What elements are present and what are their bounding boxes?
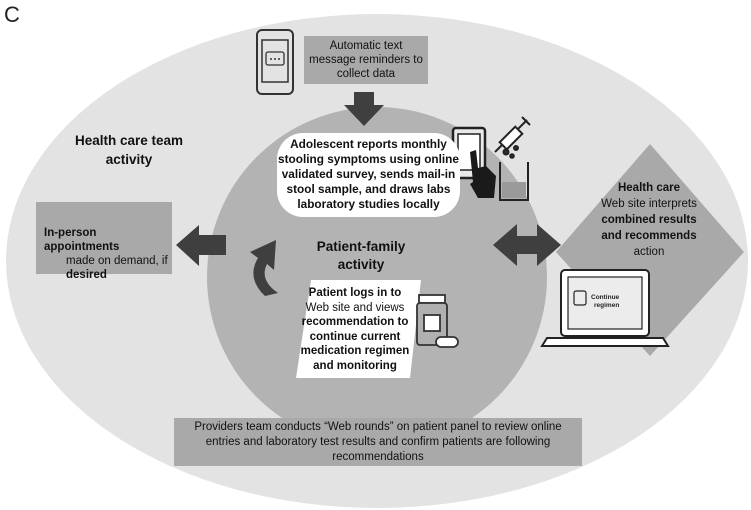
health-care-text: Health care Web site interprets combined…: [586, 180, 712, 260]
patient-logs-box: Patient logs in to Web site and views re…: [299, 286, 411, 373]
left-arrow: [176, 225, 226, 266]
patient-logs-line1: Patient logs in to: [308, 287, 402, 299]
patient-family-heading: Patient-family activity: [305, 238, 417, 274]
text-reminder-box: Automatic text message reminders to coll…: [304, 36, 428, 84]
adolescent-report-box: Adolescent reports monthly stooling symp…: [277, 133, 460, 217]
cycle-arrow-icon: [250, 240, 278, 296]
adolescent-line2: stooling symptoms using online: [278, 152, 459, 166]
patient-family-line2: activity: [337, 257, 385, 272]
health-care-line5: action: [633, 246, 665, 258]
health-care-line4: and recommends: [601, 230, 697, 242]
beaker-icon: [499, 145, 529, 201]
health-team-heading: Health care team activity: [54, 131, 204, 169]
providers-line1: Providers team conducts “Web rounds” on …: [194, 421, 562, 433]
in-person-line2: made on demand, if: [66, 255, 168, 267]
health-care-line1: Health care: [617, 182, 680, 194]
smartphone-message-icon: [256, 29, 294, 95]
health-team-line2: activity: [105, 152, 153, 167]
syringe-icon: [494, 116, 531, 153]
laptop-icon: [540, 269, 670, 347]
patient-logs-line3: recommendation to: [301, 316, 409, 328]
health-team-line1: Health care team: [74, 133, 184, 148]
text-reminder-line1: Automatic text: [329, 40, 403, 52]
health-care-line3: combined results: [601, 214, 697, 226]
laptop-screen-text: Continue regimen: [591, 294, 641, 310]
providers-box: Providers team conducts “Web rounds” on …: [174, 418, 582, 466]
panel-letter: C: [4, 2, 20, 27]
tablet-touch-icon: [451, 126, 496, 198]
adolescent-line3: validated survey, sends mail-in: [281, 167, 456, 181]
patient-family-line1: Patient-family: [316, 239, 406, 254]
in-person-box: In-person appointments made on demand, i…: [36, 202, 172, 281]
double-arrow: [493, 224, 561, 266]
down-arrow: [344, 92, 384, 126]
patient-logs-shape: [296, 280, 421, 378]
patient-logs-line4: continue current: [309, 330, 401, 343]
text-reminder-line3: collect data: [336, 68, 396, 80]
laptop-screen-line1: Continue: [591, 294, 620, 301]
adolescent-line1: Adolescent reports monthly: [290, 137, 447, 151]
patient-logs-line5: medication regimen: [300, 345, 410, 357]
patient-logs-line6: and monitoring: [313, 359, 397, 372]
health-care-line2: Web site interprets: [601, 198, 697, 210]
text-reminder-line2: message reminders to: [309, 54, 423, 66]
pill-bottle-icon: [416, 294, 459, 348]
in-person-line3: desired: [66, 269, 107, 281]
adolescent-line5: laboratory studies locally: [297, 197, 440, 211]
providers-line3: recommendations: [332, 451, 424, 463]
laptop-screen-line2: regimen: [594, 302, 620, 309]
adolescent-line4: stool sample, and draws labs: [286, 182, 451, 196]
patient-logs-line2: Web site and views: [305, 301, 405, 314]
providers-line2: entries and laboratory test results and …: [205, 436, 551, 448]
in-person-line1: In-person appointments: [44, 227, 120, 253]
